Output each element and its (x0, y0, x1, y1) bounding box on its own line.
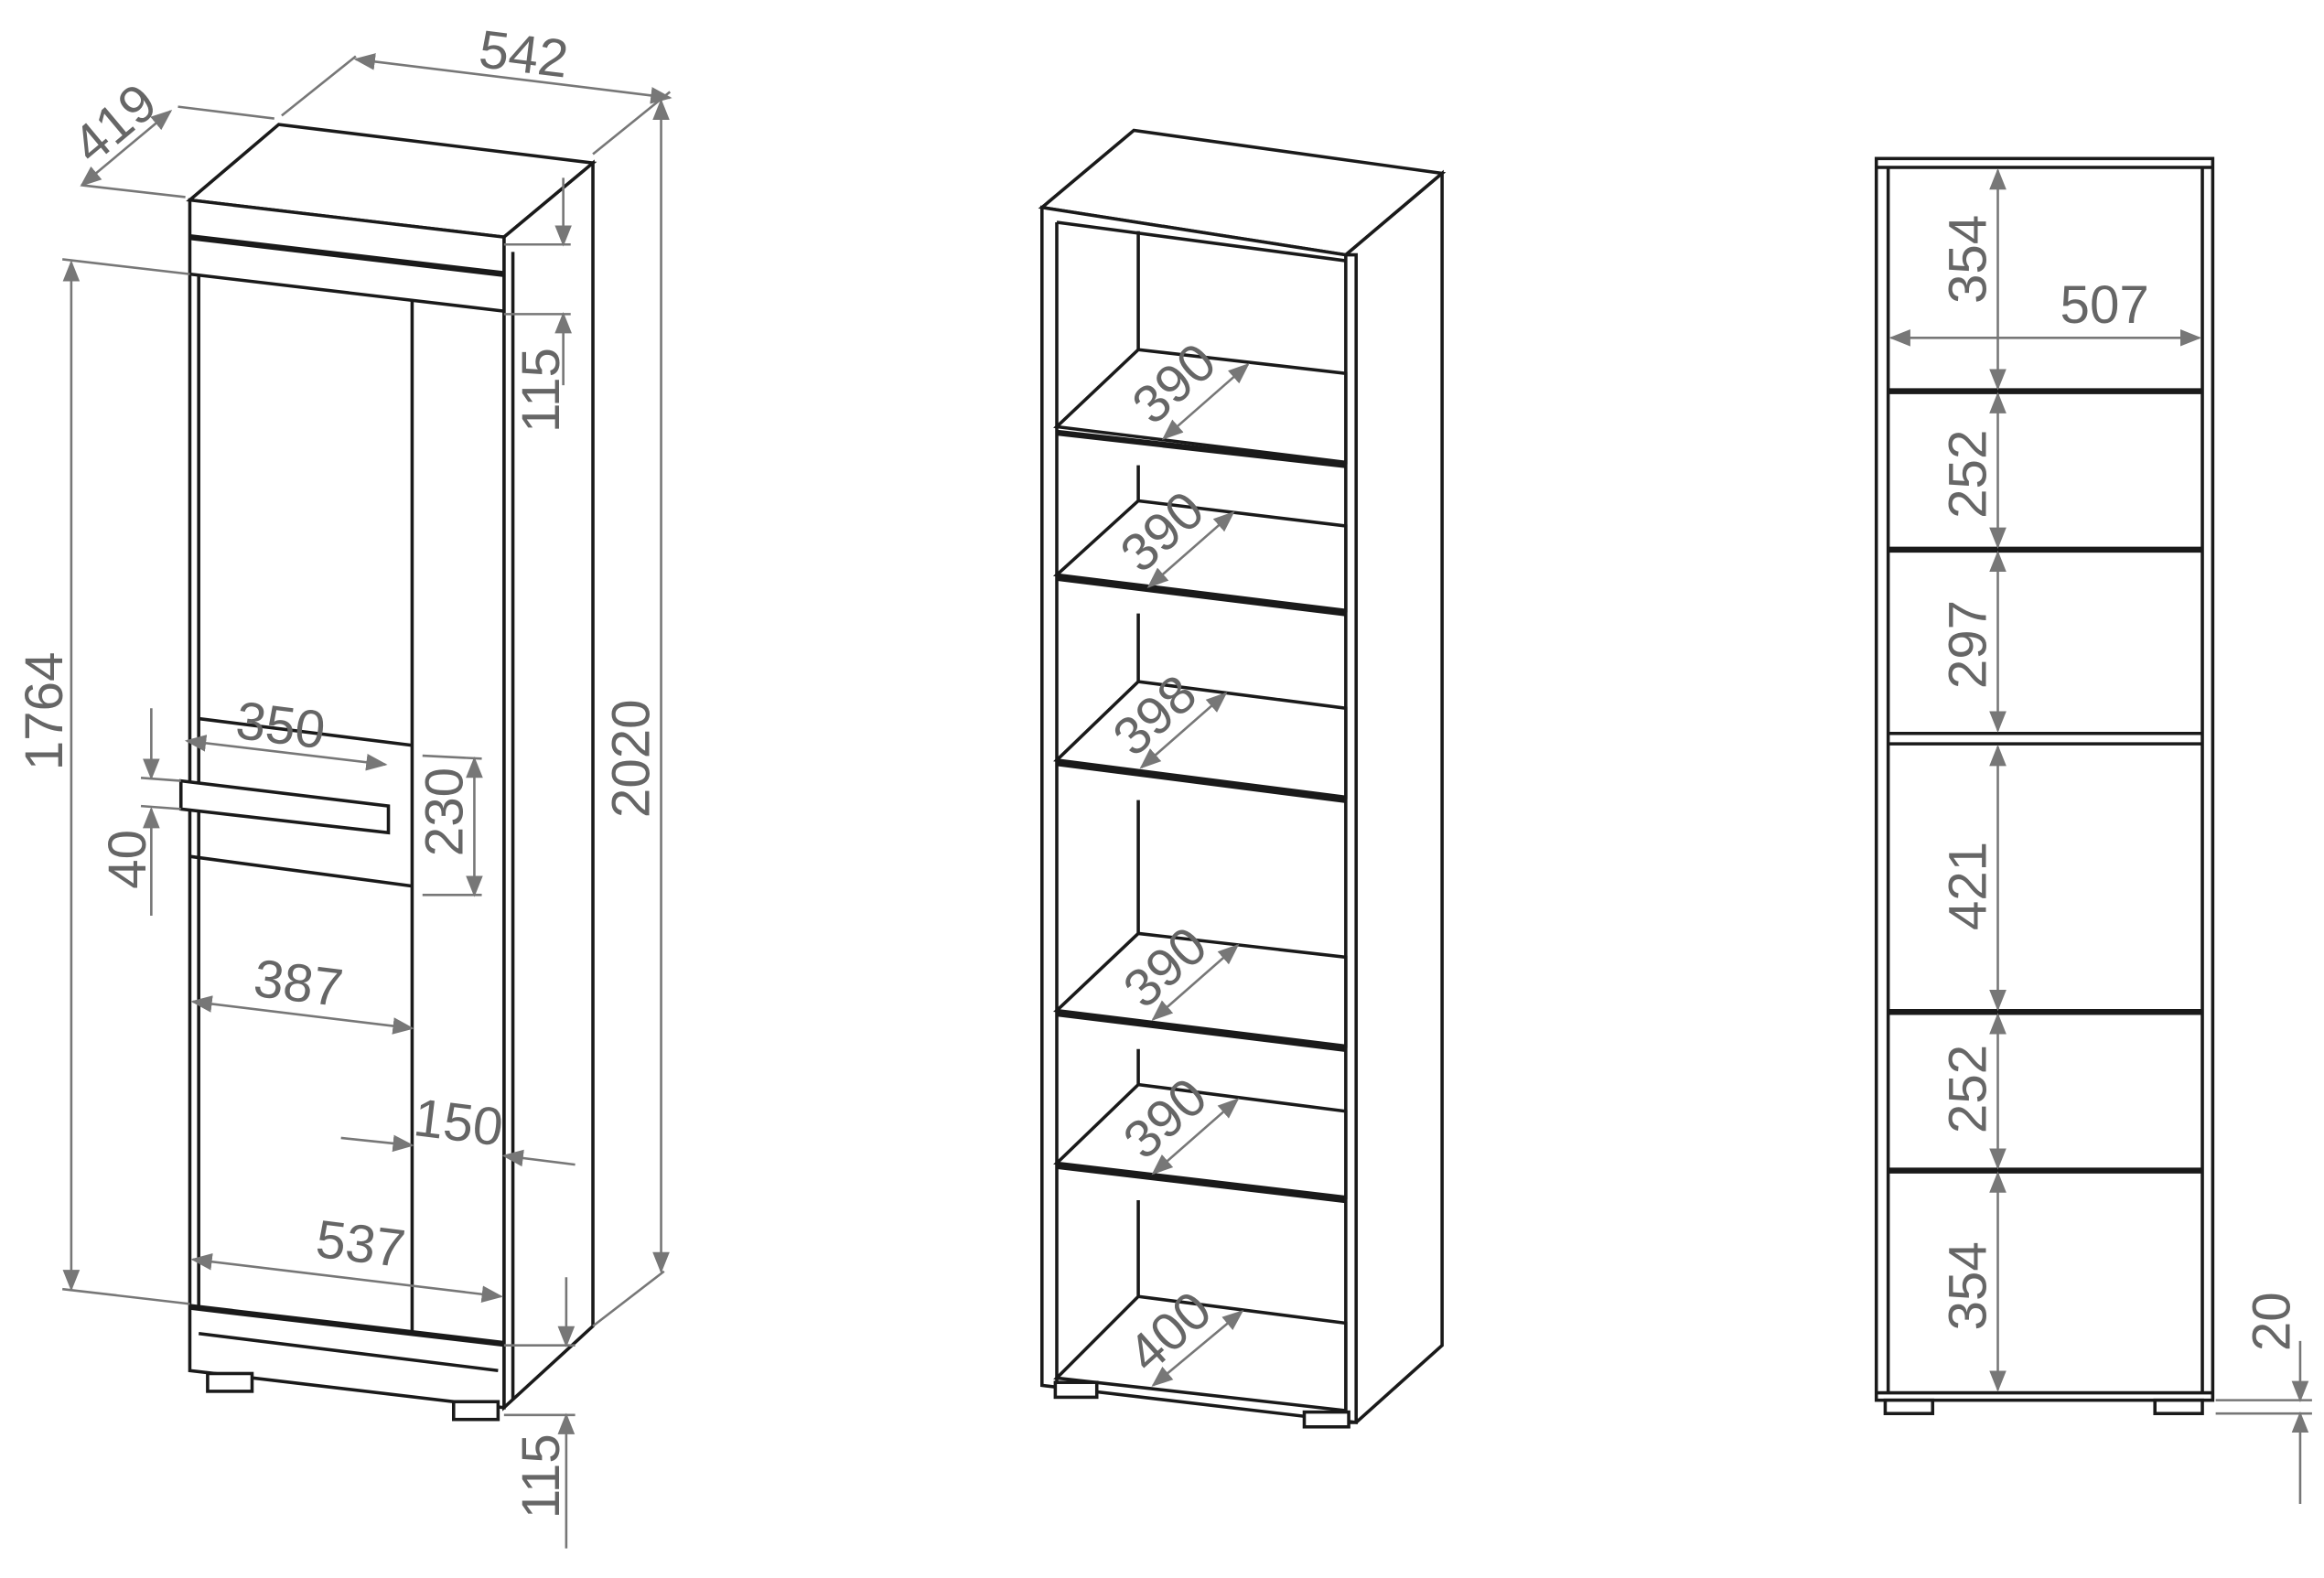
total-height-label: 2020 (602, 699, 662, 818)
inner-width-label: 507 (2060, 275, 2149, 335)
width-label: 542 (476, 19, 571, 89)
handle-length-label: 350 (232, 691, 328, 760)
compartment-height-label-6: 354 (1939, 1241, 1998, 1330)
handle-offset-label: 230 (414, 768, 474, 856)
depth-label: 419 (61, 72, 167, 175)
compartment-height-label-3: 297 (1939, 600, 1998, 689)
side-panel-label: 150 (411, 1088, 506, 1157)
compartment-height-label-5: 252 (1939, 1045, 1998, 1133)
closed-cabinet-view: 542 419 1764 2020 115 350 40 230 387 150 (15, 19, 672, 1549)
front-view: 507 354 252 297 421 252 354 20 (1874, 156, 2312, 1505)
compartment-height-label-2: 252 (1939, 430, 1998, 519)
door-width-label: 387 (251, 949, 346, 1018)
top-band-label: 115 (511, 348, 571, 433)
plinth-height-label: 115 (511, 1433, 571, 1519)
front-width-label: 537 (313, 1209, 408, 1279)
inner-height-label: 1764 (15, 652, 74, 771)
compartment-height-label-4: 421 (1939, 842, 1998, 930)
foot-height-label: 20 (2243, 1292, 2302, 1351)
door-handle (178, 778, 391, 835)
compartment-height-label-1: 354 (1939, 215, 1998, 304)
open-shelving-view: 390 390 398 390 390 400 (1038, 128, 1447, 1429)
handle-height-label: 40 (98, 830, 157, 889)
